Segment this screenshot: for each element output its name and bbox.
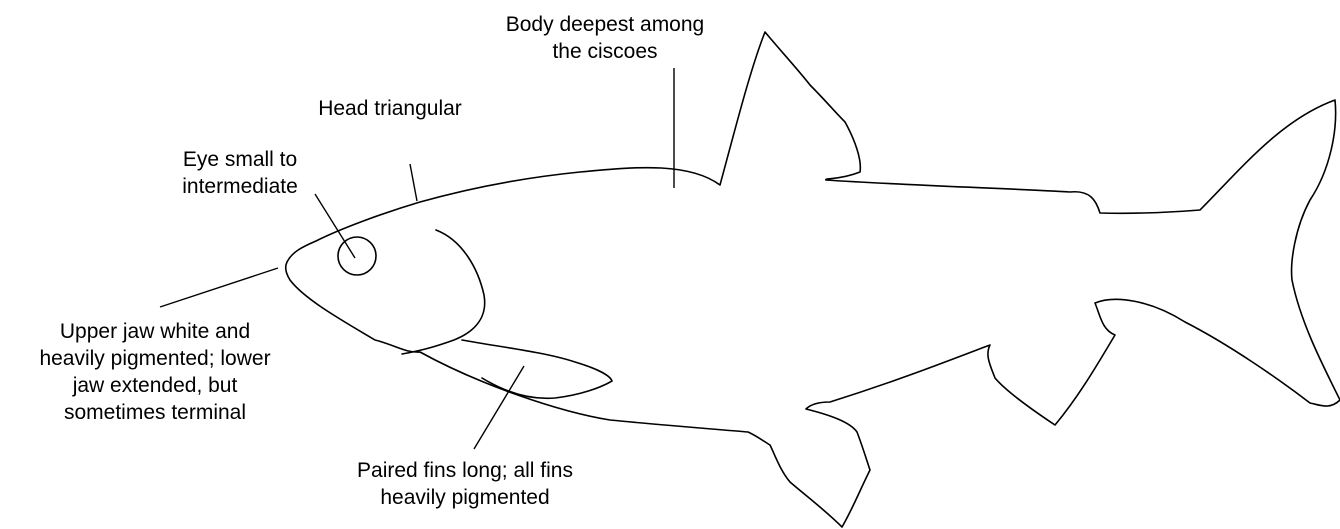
label-fins-line-1: Paired fins long; all fins <box>300 457 630 484</box>
label-body-depth: Body deepest among the ciscoes <box>470 11 740 65</box>
label-fins-line-2: heavily pigmented <box>300 484 630 511</box>
fish-eye <box>338 237 376 275</box>
leader-jaw <box>160 268 278 307</box>
label-body-line-1: Body deepest among <box>470 11 740 38</box>
label-eye-line-2: intermediate <box>150 173 330 200</box>
label-jaw-line-3: jaw extended, but <box>0 372 310 399</box>
pectoral-fin <box>462 340 612 398</box>
label-head-line-1: Head triangular <box>280 95 500 122</box>
label-body-line-2: the ciscoes <box>470 38 740 65</box>
label-eye-line-1: Eye small to <box>150 146 330 173</box>
gill-cover <box>402 230 485 354</box>
label-jaw-line-4: sometimes terminal <box>0 399 310 426</box>
label-jaw-line-1: Upper jaw white and <box>0 318 310 345</box>
label-head-shape: Head triangular <box>280 95 500 122</box>
label-jaw: Upper jaw white and heavily pigmented; l… <box>0 318 310 426</box>
label-eye-size: Eye small to intermediate <box>150 146 330 200</box>
leader-head <box>410 164 417 201</box>
label-jaw-line-2: heavily pigmented; lower <box>0 345 310 372</box>
label-fins: Paired fins long; all fins heavily pigme… <box>300 457 630 511</box>
